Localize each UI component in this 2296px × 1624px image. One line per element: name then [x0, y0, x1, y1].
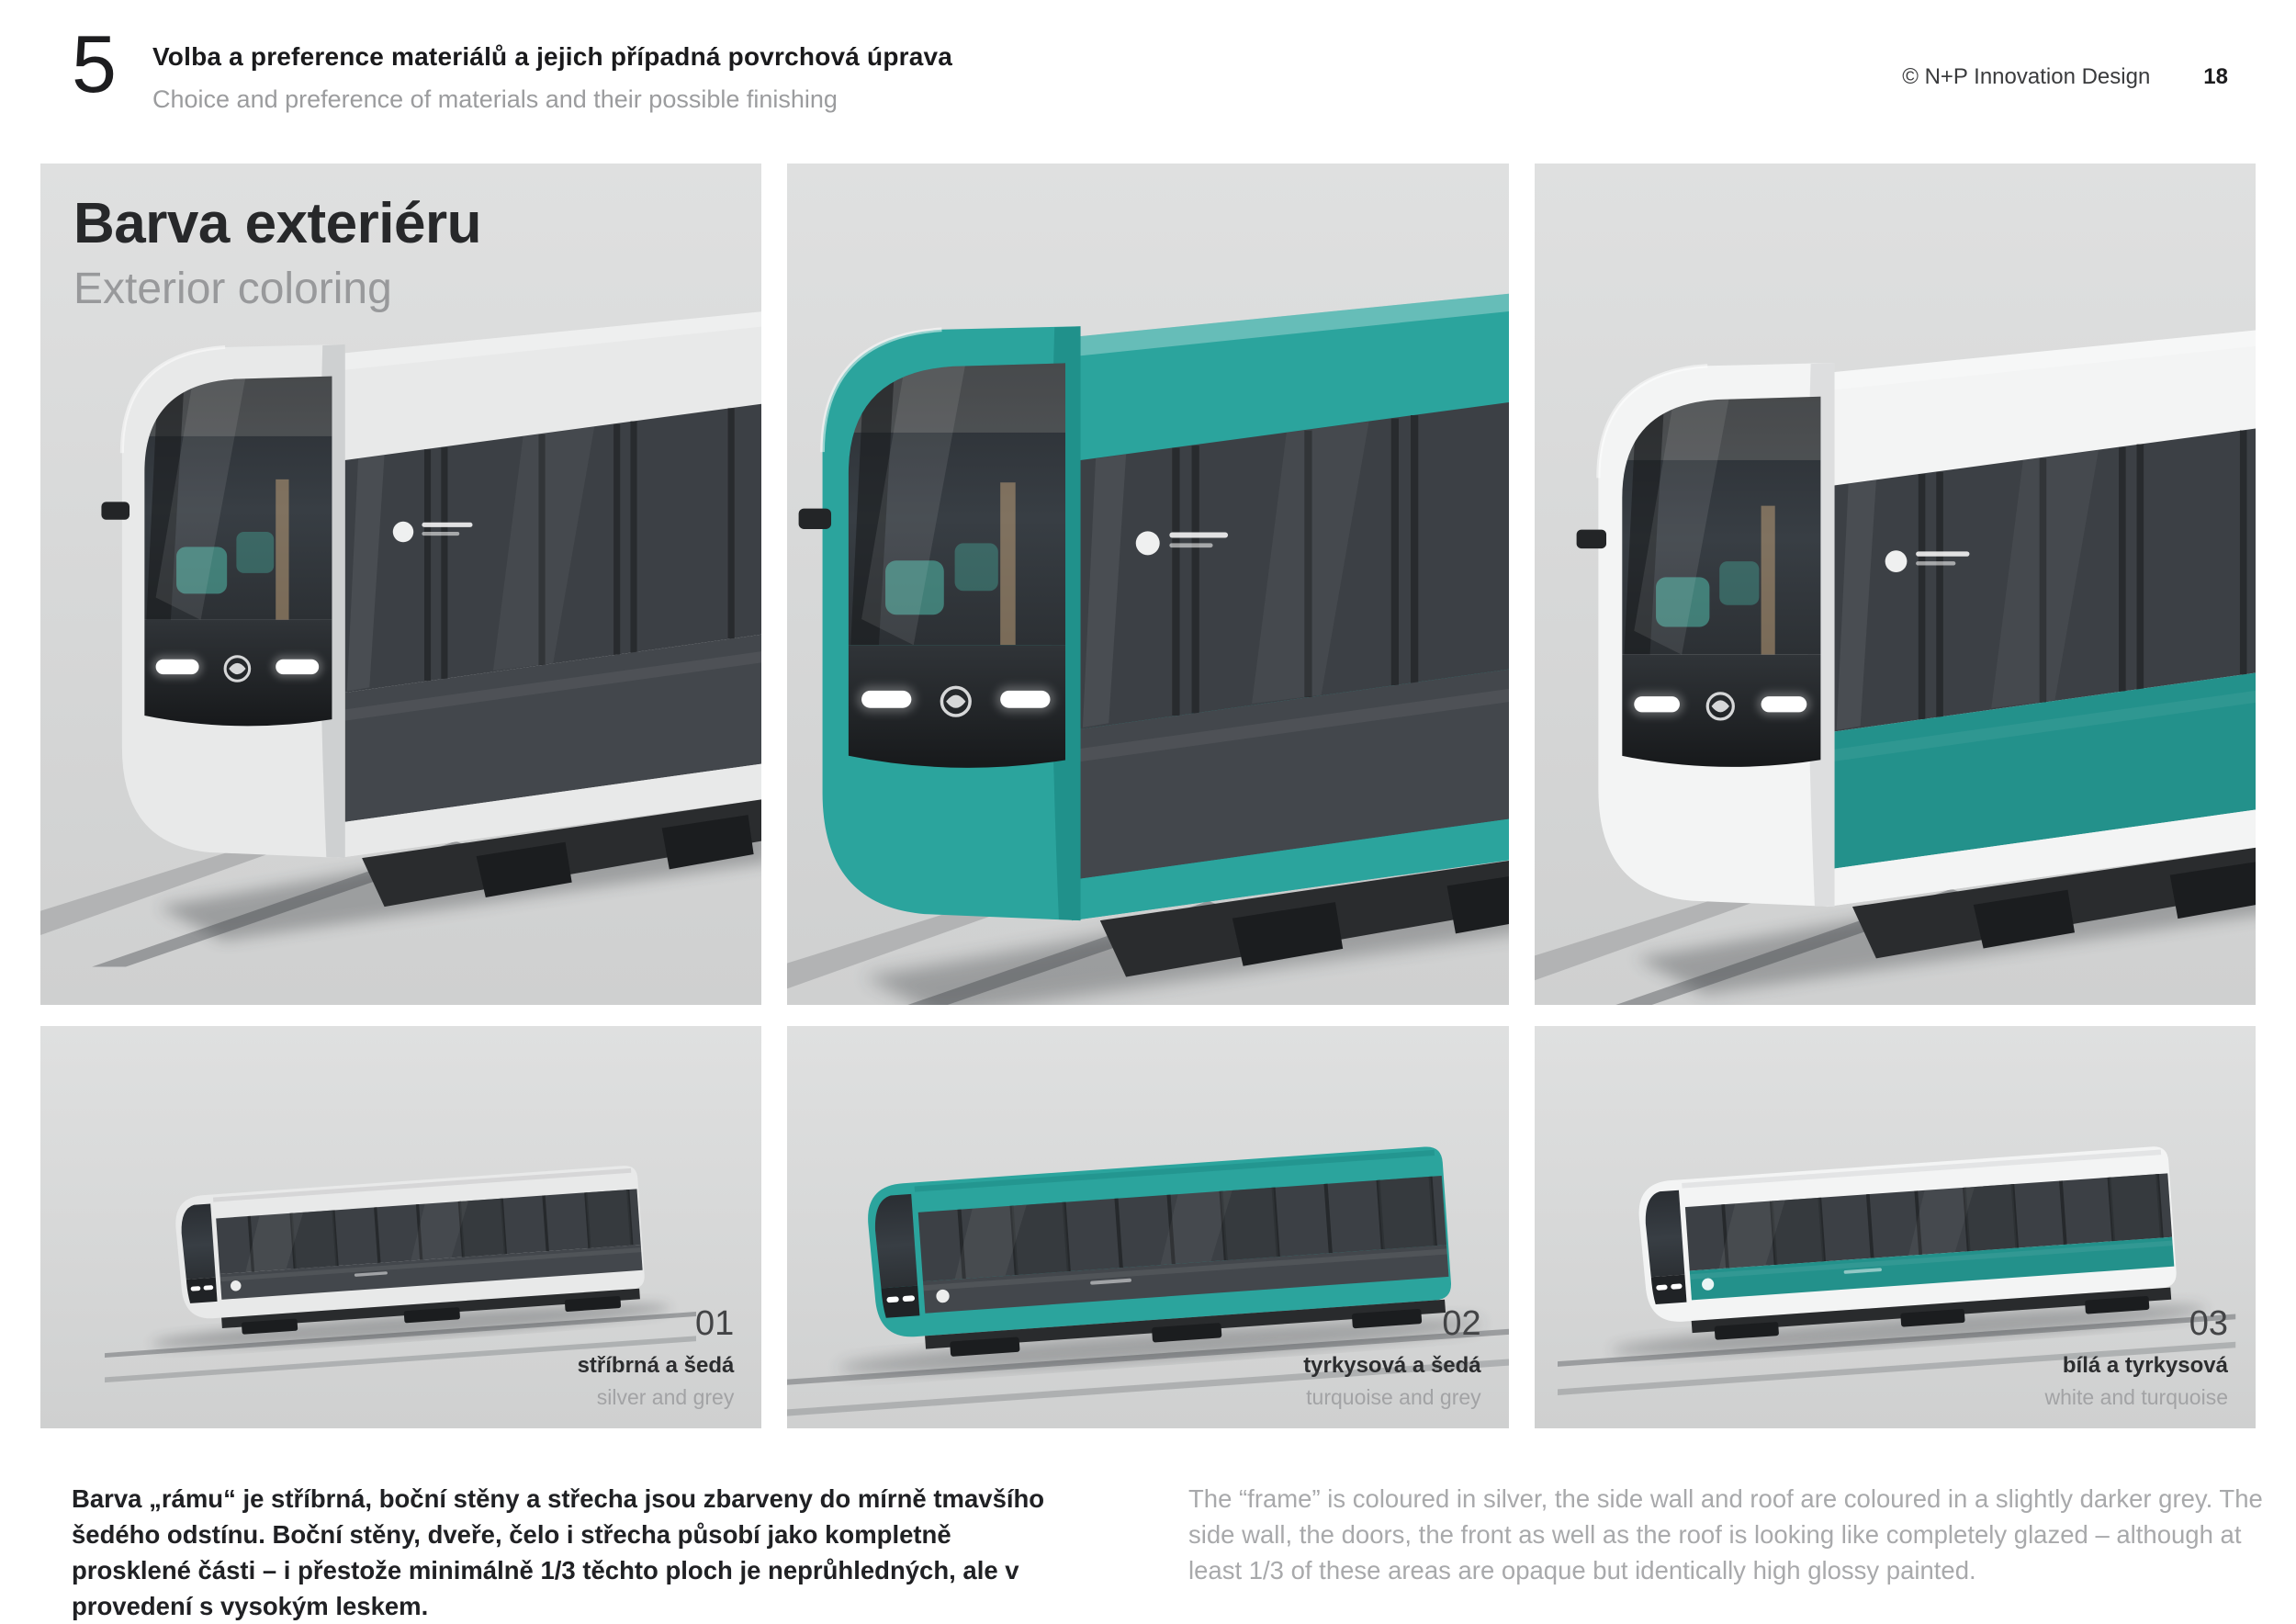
panel-front-white [1534, 164, 2256, 1005]
render-grid: Barva exteriéru Exterior coloring 01 [40, 164, 2256, 1428]
panel-front-turquoise [787, 164, 1509, 1005]
variant-label-cs: bílá a tyrkysová [2062, 1353, 2228, 1378]
variant-caption-02: 02 tyrkysová a šedá turquoise and grey [1303, 1304, 1480, 1410]
variant-caption-01: 01 stříbrná a šedá silver and grey [578, 1304, 735, 1410]
variant-number: 03 [2189, 1304, 2228, 1343]
section-titles: Volba a preference materiálů a jejich př… [152, 42, 952, 114]
panel-side-03: 03 bílá a tyrkysová white and turquoise [1534, 1026, 2256, 1428]
panel-side-02: 02 tyrkysová a šedá turquoise and grey [787, 1026, 1509, 1428]
variant-label-cs: stříbrná a šedá [577, 1353, 735, 1378]
description-english: The “frame” is coloured in silver, the s… [1188, 1483, 2263, 1585]
variant-label-cs: tyrkysová a šedá [1303, 1353, 1481, 1378]
panel-side-01: 01 stříbrná a šedá silver and grey [40, 1026, 762, 1428]
header-right: © N+P Innovation Design 18 [1902, 64, 2228, 90]
headline-title: Barva exteriéru [73, 192, 482, 255]
variant-label-en: turquoise and grey [1306, 1385, 1481, 1409]
variant-label-en: silver and grey [596, 1385, 735, 1409]
variant-label-en: white and turquoise [2044, 1385, 2228, 1409]
train-front-render-turquoise [787, 164, 1508, 1005]
section-title: Volba a preference materiálů a jejich př… [152, 42, 953, 71]
headline-subtitle: Exterior coloring [73, 265, 392, 313]
section-number: 5 [72, 18, 117, 109]
variant-number: 01 [695, 1304, 735, 1343]
description-czech: Barva „rámu“ je stříbrná, boční stěny a … [72, 1483, 1045, 1620]
panel-front-silver: Barva exteriéru Exterior coloring [40, 164, 762, 1005]
page-number: 18 [2203, 64, 2228, 89]
section-subtitle: Choice and preference of materials and t… [152, 85, 838, 113]
headline: Barva exteriéru Exterior coloring [73, 191, 482, 314]
variant-caption-03: 03 bílá a tyrkysová white and turquoise [2045, 1304, 2228, 1410]
variant-number: 02 [1442, 1304, 1481, 1343]
train-front-render-white [1535, 164, 2256, 1005]
copyright: © N+P Innovation Design [1902, 64, 2151, 89]
